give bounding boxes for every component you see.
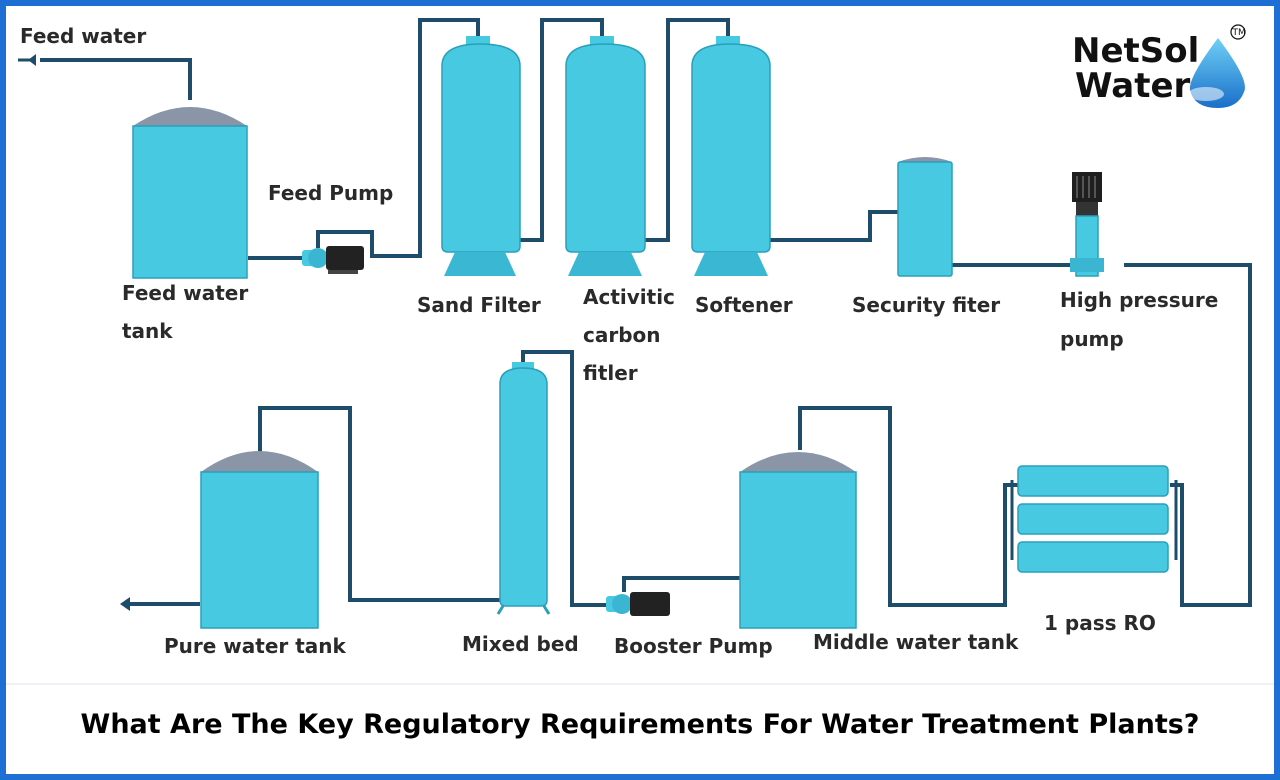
trademark-text: TM xyxy=(1232,28,1246,38)
pure-water-tank xyxy=(200,451,319,629)
mixed-bed-to-pure-tank-pipe xyxy=(258,406,500,602)
sand-to-carbon-pipe xyxy=(520,18,604,242)
ro-pass-label: 1 pass RO xyxy=(1044,611,1156,635)
high-pressure-pump xyxy=(1070,172,1104,277)
trademark-icon xyxy=(1230,24,1246,40)
high-pressure-pump-label-line1: High pressure xyxy=(1060,288,1218,312)
page-title: What Are The Key Regulatory Requirements… xyxy=(81,709,1200,740)
ro-to-middle-tank-pipe xyxy=(798,406,1018,607)
netsol-water-logo: NetSol Water TM xyxy=(1072,24,1246,108)
high-pressure-pump-label-line2: pump xyxy=(1060,327,1124,351)
outlet-arrow-icon xyxy=(120,597,130,611)
booster-pump-label: Booster Pump xyxy=(614,634,773,658)
feed-water-tank xyxy=(132,107,248,279)
feed-pump xyxy=(302,246,364,274)
sand-filter-label: Sand Filter xyxy=(417,293,541,317)
activated-carbon-label-line3: fitler xyxy=(583,361,638,385)
activated-carbon-label-line1: Activitic xyxy=(583,285,675,309)
middle-water-tank xyxy=(739,452,857,629)
booster-pump xyxy=(606,592,670,616)
sand-filter-vessel xyxy=(441,36,521,276)
hp-pump-to-ro-pipe xyxy=(1124,263,1252,607)
pipe-network xyxy=(40,18,1252,607)
security-filter-label: Security fiter xyxy=(852,293,1000,317)
feed-water-label: Feed water xyxy=(20,24,146,48)
feed-pump-to-sand-filter-pipe xyxy=(316,18,480,258)
feed-water-tank-label-line1: Feed water xyxy=(122,281,248,305)
mixed-bed-label: Mixed bed xyxy=(462,632,579,656)
middle-tank-to-booster-pipe xyxy=(622,576,740,592)
softener-to-security-pipe xyxy=(770,210,898,242)
feed-inlet-pipe xyxy=(40,58,192,100)
softener-label: Softener xyxy=(695,293,793,317)
feed-pump-label: Feed Pump xyxy=(268,181,393,205)
softener-vessel xyxy=(691,36,771,276)
mixed-bed-vessel xyxy=(496,362,551,615)
pure-water-tank-label: Pure water tank xyxy=(164,634,347,658)
booster-to-mixed-bed-pipe xyxy=(521,350,614,607)
middle-water-tank-label: Middle water tank xyxy=(813,630,1019,654)
logo-line2: Water xyxy=(1075,66,1191,106)
ro-membrane-rack xyxy=(1010,465,1178,573)
logo-line1: NetSol xyxy=(1072,31,1199,71)
activated-carbon-vessel xyxy=(565,36,646,276)
feed-water-tank-label-line2: tank xyxy=(122,319,173,343)
carbon-to-softener-pipe xyxy=(645,18,730,242)
activated-carbon-label-line2: carbon xyxy=(583,323,661,347)
security-filter-vessel xyxy=(897,157,953,277)
